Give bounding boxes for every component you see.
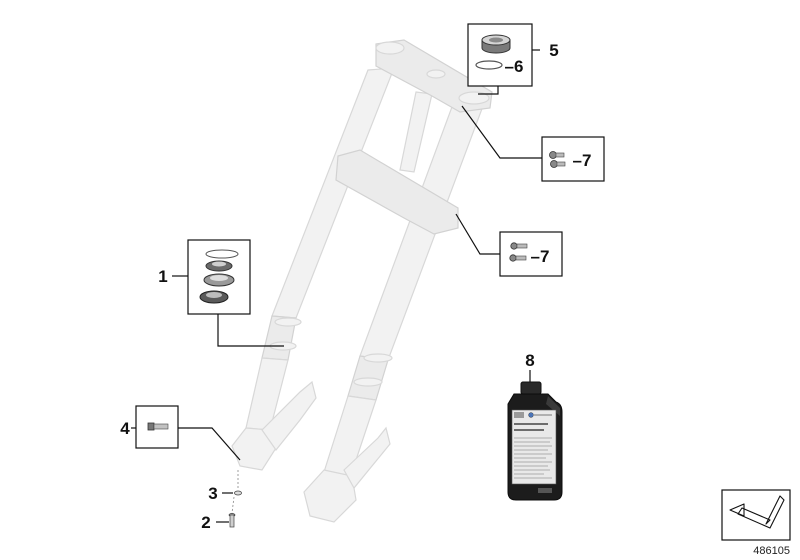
- diagram-number: 486105: [753, 545, 790, 557]
- oil-bottle-icon: [507, 381, 563, 501]
- callout-8-group: 8: [507, 351, 563, 501]
- screw-pair-icon: [509, 242, 528, 262]
- washer-icon: [234, 490, 242, 496]
- fork-assembly: [231, 39, 493, 523]
- lower-screw-box: [499, 231, 563, 277]
- callout-7-lower-label: –7: [531, 247, 550, 266]
- callout-3-group: 3: [208, 470, 242, 503]
- bearing-set-icon: [199, 249, 239, 304]
- callout-5-label: 5: [549, 41, 558, 60]
- screw-pair-icon: [549, 151, 566, 168]
- callout-2-label: 2: [201, 513, 210, 532]
- callout-4-group: 4: [120, 405, 241, 461]
- callout-6-label: –6: [505, 57, 524, 76]
- bearing-cup-box: [467, 23, 533, 87]
- arrow-logo: [721, 489, 791, 541]
- callout-2-group: 2: [201, 496, 236, 532]
- callout-8-label: 8: [525, 351, 534, 370]
- callout-3-label: 3: [208, 484, 217, 503]
- pin-icon: [228, 513, 236, 528]
- upper-screw-box: [541, 136, 605, 182]
- callout-5-group: 5 –6: [467, 23, 559, 95]
- callout-7-upper-label: –7: [573, 151, 592, 170]
- bearing-cup-icon: [481, 34, 511, 54]
- callout-4-label: 4: [120, 419, 130, 438]
- fork-leg-right: [303, 95, 487, 523]
- o-ring-icon: [475, 60, 503, 70]
- lower-triple-clamp: [335, 149, 459, 235]
- callout-7-lower-group: –7: [455, 213, 563, 277]
- fork-leg-left: [231, 67, 395, 471]
- steering-stem: [399, 91, 433, 173]
- callout-1-label: 1: [158, 267, 167, 286]
- bolt-icon: [147, 422, 169, 431]
- arrow-logo-icon: [729, 495, 785, 529]
- callout-1-group: 1: [158, 239, 284, 347]
- callout-7-upper-group: –7: [461, 105, 605, 182]
